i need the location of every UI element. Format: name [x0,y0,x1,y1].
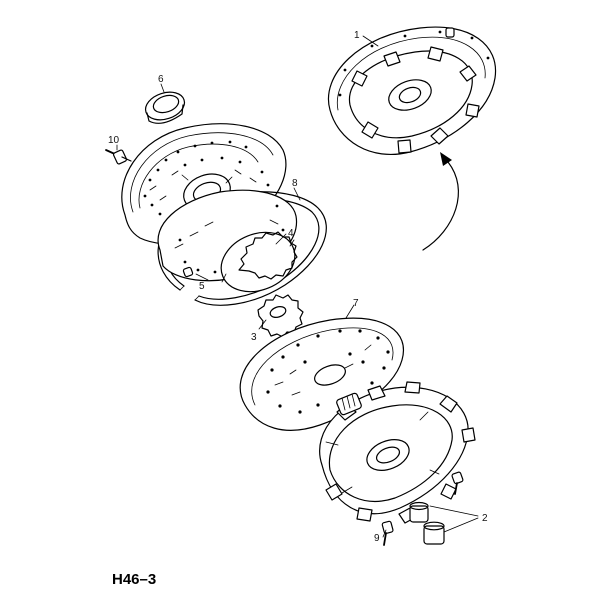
callout-4: 4 [288,228,294,239]
callout-9: 9 [374,533,380,544]
assembly-direction-arrow [422,152,459,251]
bolt-upper [105,149,132,165]
leader-lines [116,35,479,538]
ring-gear [220,231,298,293]
bolt-lower [381,520,394,546]
small-gear [257,294,304,338]
callout-3: 3 [251,332,257,343]
callout-5: 5 [199,281,205,292]
lower-clutch-drum [319,381,476,524]
roller-upper [409,501,429,523]
callout-10: 10 [108,135,120,146]
roller-lower [423,521,445,545]
callout-1: 1 [354,30,360,41]
callout-2: 2 [482,513,488,524]
figure-id: H46–3 [112,571,157,588]
callout-6: 6 [158,74,164,85]
callout-8: 8 [292,178,298,189]
assembled-drum [327,26,497,156]
bolt-right [451,471,464,495]
locating-pin [182,266,194,278]
callout-labels: 1 2 3 4 5 6 7 8 9 10 [108,30,488,544]
seal-ring [144,91,186,124]
callout-7: 7 [353,298,359,309]
